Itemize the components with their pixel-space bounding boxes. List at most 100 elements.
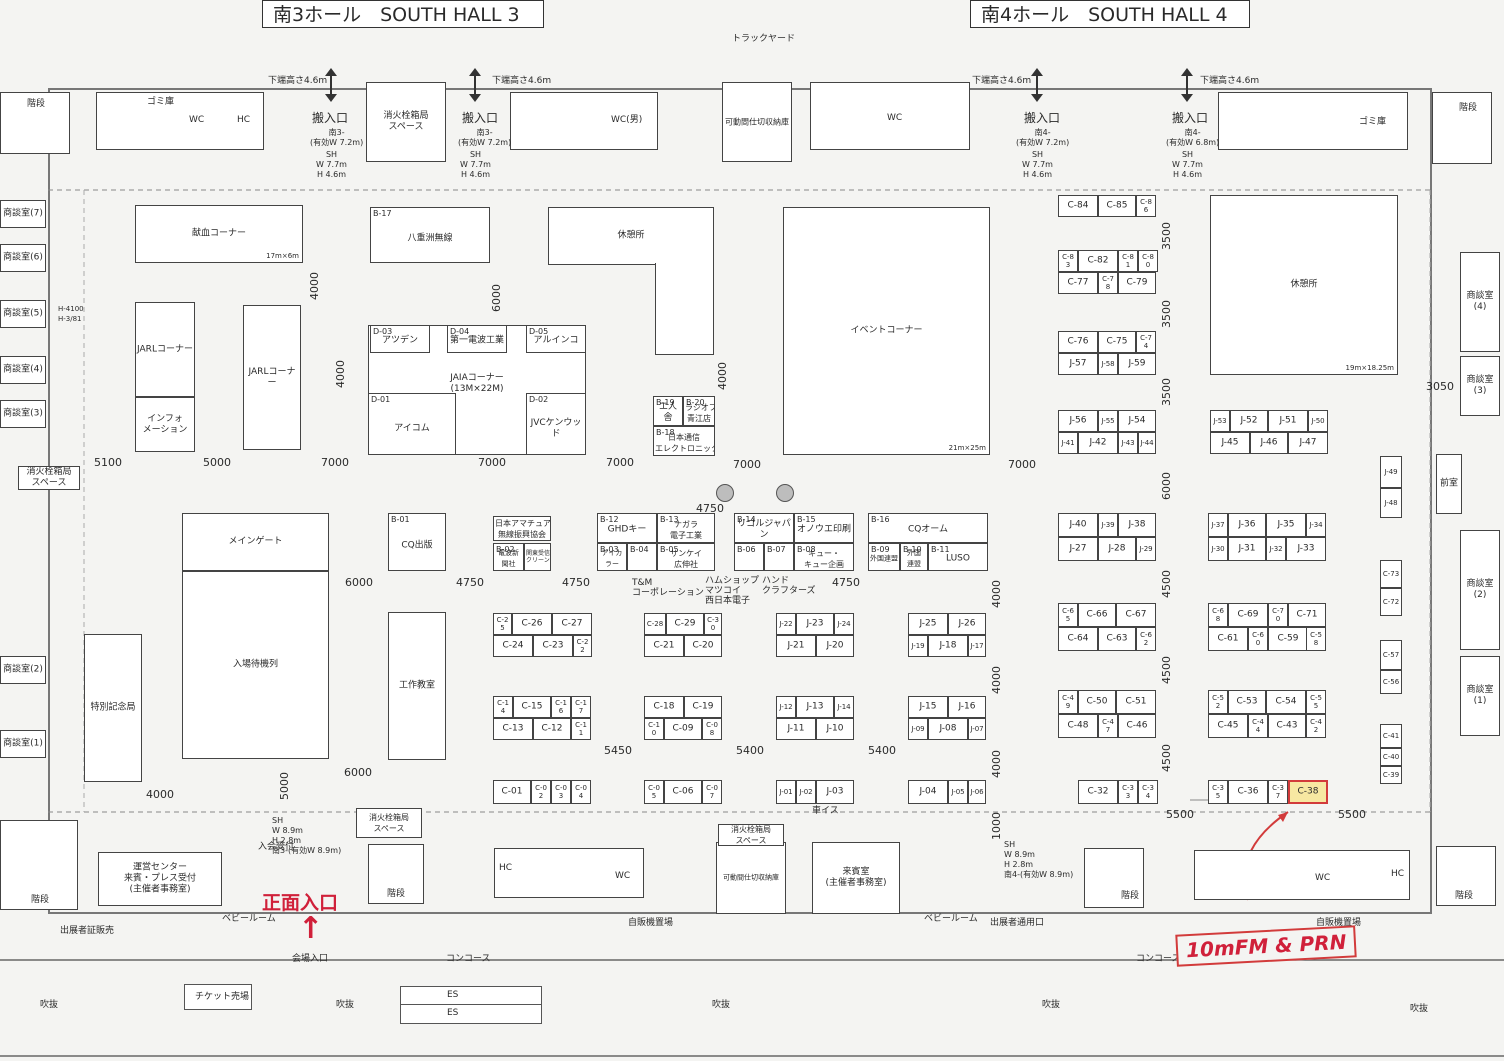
meeting-room-r4: 商談室 (4) [1460, 252, 1500, 352]
booth-j-47: J-47 [1288, 432, 1328, 454]
booth-c-70: C-70 [1268, 603, 1288, 627]
booth-c-76: C-76 [1058, 331, 1098, 353]
booth-c-34: C-34 [1138, 780, 1158, 804]
booth-j-43: J-43 [1118, 432, 1138, 454]
booth-c-16: C-16 [551, 696, 571, 718]
dim-5500-a: 5500 [1166, 808, 1194, 821]
dim-3050: 3050 [1426, 380, 1454, 393]
dim-3500-c: 3500 [1160, 378, 1173, 406]
booth-c-02: C-02 [531, 780, 551, 804]
booth-j-46: J-46 [1250, 432, 1288, 454]
booth-j-23: J-23 [796, 613, 834, 635]
atrium-3: 吹抜 [1410, 1004, 1429, 1014]
booth-c-30: C-30 [704, 613, 722, 635]
booth-c-84: C-84 [1058, 195, 1098, 217]
operation-center: 運営センター 来賓・プレス受付 (主催者事務室) [98, 852, 222, 906]
vending-right: 自販機置場 [1316, 918, 1362, 928]
booth-j-56: J-56 [1058, 410, 1098, 432]
dim-5000-b: 5000 [278, 772, 291, 800]
booth-c-68: C-68 [1208, 603, 1228, 627]
left-h-label: H-4100 H-3/81 [58, 305, 84, 323]
booth-c-37: C-37 [1268, 780, 1288, 804]
booth-c-09: C-09 [664, 718, 702, 740]
booth-b20: B-20ラジオプラザ 青江店 [683, 396, 715, 426]
dim-4500-b: 4500 [1160, 656, 1173, 684]
booth-c-72: C-72 [1380, 588, 1402, 616]
booth-j-20: J-20 [816, 635, 854, 657]
booth-j-48: J-48 [1380, 488, 1402, 518]
dim-1000: 1000 [990, 812, 1003, 840]
pillar [776, 484, 794, 502]
booth-j-53: J-53 [1210, 410, 1230, 432]
partition-storage-bottom: 可動間仕切収納庫 [716, 842, 786, 914]
venue-entrance: 会場入口 [292, 954, 329, 964]
area-jarl-2: JARLコーナー [243, 305, 301, 450]
booth-j-03: J-03 [816, 780, 854, 804]
booth-j-28: J-28 [1098, 537, 1136, 561]
booth-j-32: J-32 [1266, 537, 1286, 561]
atrium-4: 吹抜 [336, 1000, 355, 1010]
area-blood-donation: 献血コーナー 17m×6m [135, 205, 303, 263]
booth-j-37: J-37 [1208, 513, 1228, 537]
booth-jarl-promo: 日本アマチュア 無線振興協会 [493, 516, 551, 541]
booth-c-38: C-38 [1288, 780, 1328, 804]
booth-c-71: C-71 [1288, 603, 1326, 627]
booth-c-83: C-83 [1058, 250, 1078, 272]
booth-j-30: J-30 [1208, 537, 1228, 561]
booth-c-03: C-03 [551, 780, 571, 804]
booth-j-06: J-06 [968, 780, 986, 804]
hall-3-title: 南3ホール SOUTH HALL 3 [262, 0, 544, 28]
meeting-room-6: 商談室(6) [0, 244, 46, 272]
area-special-station: 特別記念局 [84, 634, 142, 782]
booth-j-52: J-52 [1230, 410, 1268, 432]
booth-c-60: C-60 [1248, 627, 1268, 651]
booth-j-31: J-31 [1228, 537, 1266, 561]
pillar [716, 484, 734, 502]
booth-c-49: C-49 [1058, 690, 1078, 714]
wheelchair-label: 車イス [812, 806, 839, 816]
meeting-room-2: 商談室(2) [0, 656, 46, 684]
booth-j-18: J-18 [928, 635, 968, 657]
booth-b04: B-04 [627, 543, 657, 571]
dim-6000-c: 6000 [490, 284, 503, 312]
area-rest-right: 休憩所 19m×18.25m [1210, 195, 1398, 375]
area-rest-left: 休憩所 [548, 207, 714, 265]
dim-4000-a: 4000 [146, 788, 174, 801]
booth-j-35: J-35 [1266, 513, 1306, 537]
fire-space-bottom-2: 消火栓箱局 スペース [718, 824, 784, 846]
booth-tm-label: T&M コーポレーション [632, 578, 704, 598]
hall-4-title: 南4ホール SOUTH HALL 4 [970, 0, 1250, 28]
dim-5400-a: 5400 [736, 744, 764, 757]
booth-c-35: C-35 [1208, 780, 1228, 804]
booth-c-01: C-01 [493, 780, 531, 804]
booth-c-53: C-53 [1228, 690, 1266, 714]
dim-6000-b: 6000 [344, 766, 372, 779]
truck-yard-label: トラックヤード [732, 34, 796, 44]
bottom-sh-left: SH W 8.9m H 2.8m 南3-(有効W 8.9m) [272, 816, 342, 855]
booth-c-18: C-18 [644, 696, 684, 718]
dim-6000-d: 6000 [1160, 472, 1173, 500]
booth-c-66: C-66 [1078, 603, 1116, 627]
booth-c-52: C-52 [1208, 690, 1228, 714]
booth-j-55: J-55 [1098, 410, 1118, 432]
top-restroom-block-2: WC(男) [510, 92, 658, 150]
escalator-2: ES [400, 1004, 542, 1024]
booth-c-33: C-33 [1118, 780, 1138, 804]
booth-j-54: J-54 [1118, 410, 1156, 432]
booth-j-11: J-11 [776, 718, 816, 740]
fire-space-top: 消火栓箱局 スペース [366, 82, 446, 162]
dim-4000-g: 4000 [990, 750, 1003, 778]
booth-c-85: C-85 [1098, 195, 1136, 217]
dim-4750-c: 4750 [562, 576, 590, 589]
stairs-bottom-left: 階段 [0, 820, 78, 910]
booth-c-59: C-59 [1268, 627, 1308, 651]
booth-c-04: C-04 [571, 780, 591, 804]
booth-j-21: J-21 [776, 635, 816, 657]
